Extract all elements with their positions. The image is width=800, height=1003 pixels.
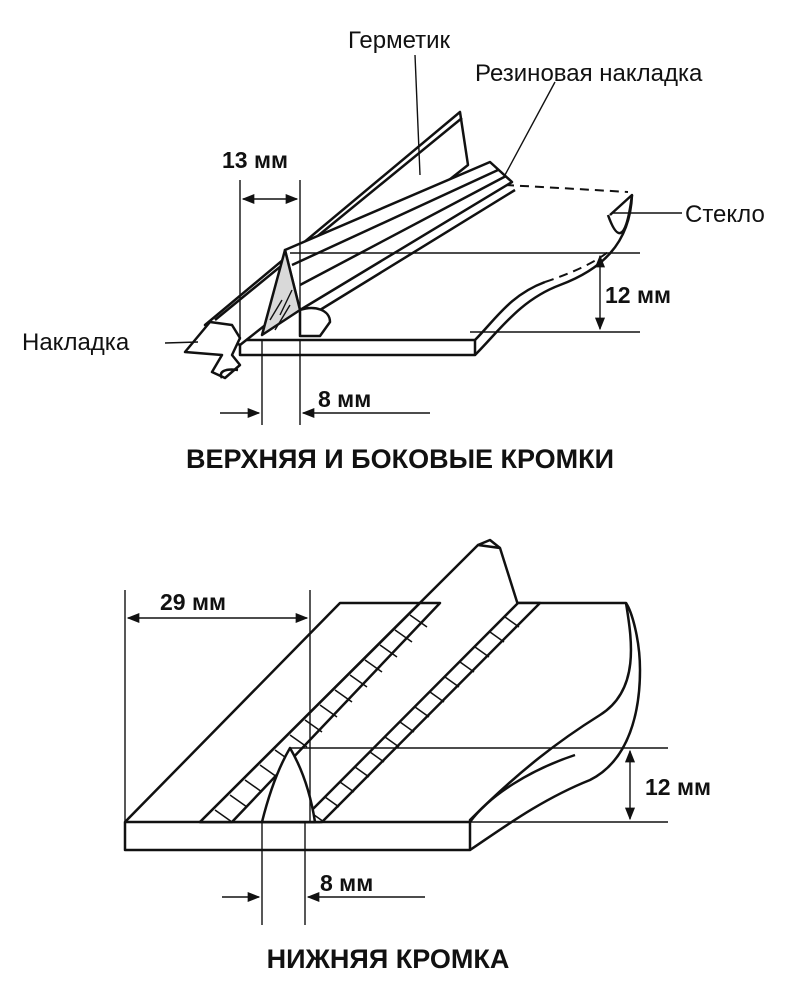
label-rubber-trim: Резиновая накладка [475, 60, 703, 87]
bottom-dim-height: 12 мм [645, 774, 711, 800]
top-dim-width: 13 мм [222, 147, 288, 173]
bottom-dim-offset: 8 мм [320, 870, 373, 896]
top-glass-slab [238, 338, 477, 357]
bottom-caption: НИЖНЯЯ КРОМКА [267, 944, 510, 974]
top-caption: ВЕРХНЯЯ И БОКОВЫЕ КРОМКИ [186, 444, 614, 474]
bottom-dimensions [124, 590, 668, 925]
top-dim-height: 12 мм [605, 282, 671, 308]
label-sealant: Герметик [348, 27, 451, 54]
top-sealant-bead [260, 248, 302, 337]
label-trim: Накладка [22, 329, 130, 356]
top-sealant-strip [183, 110, 516, 380]
top-dimensions [164, 54, 682, 425]
label-glass: Стекло [685, 201, 765, 228]
bottom-dim-width: 29 мм [160, 589, 226, 615]
bottom-hatching [214, 614, 520, 823]
top-trim-clip [183, 320, 242, 380]
bottom-glass-section [123, 538, 642, 852]
top-dim-offset: 8 мм [318, 386, 371, 412]
